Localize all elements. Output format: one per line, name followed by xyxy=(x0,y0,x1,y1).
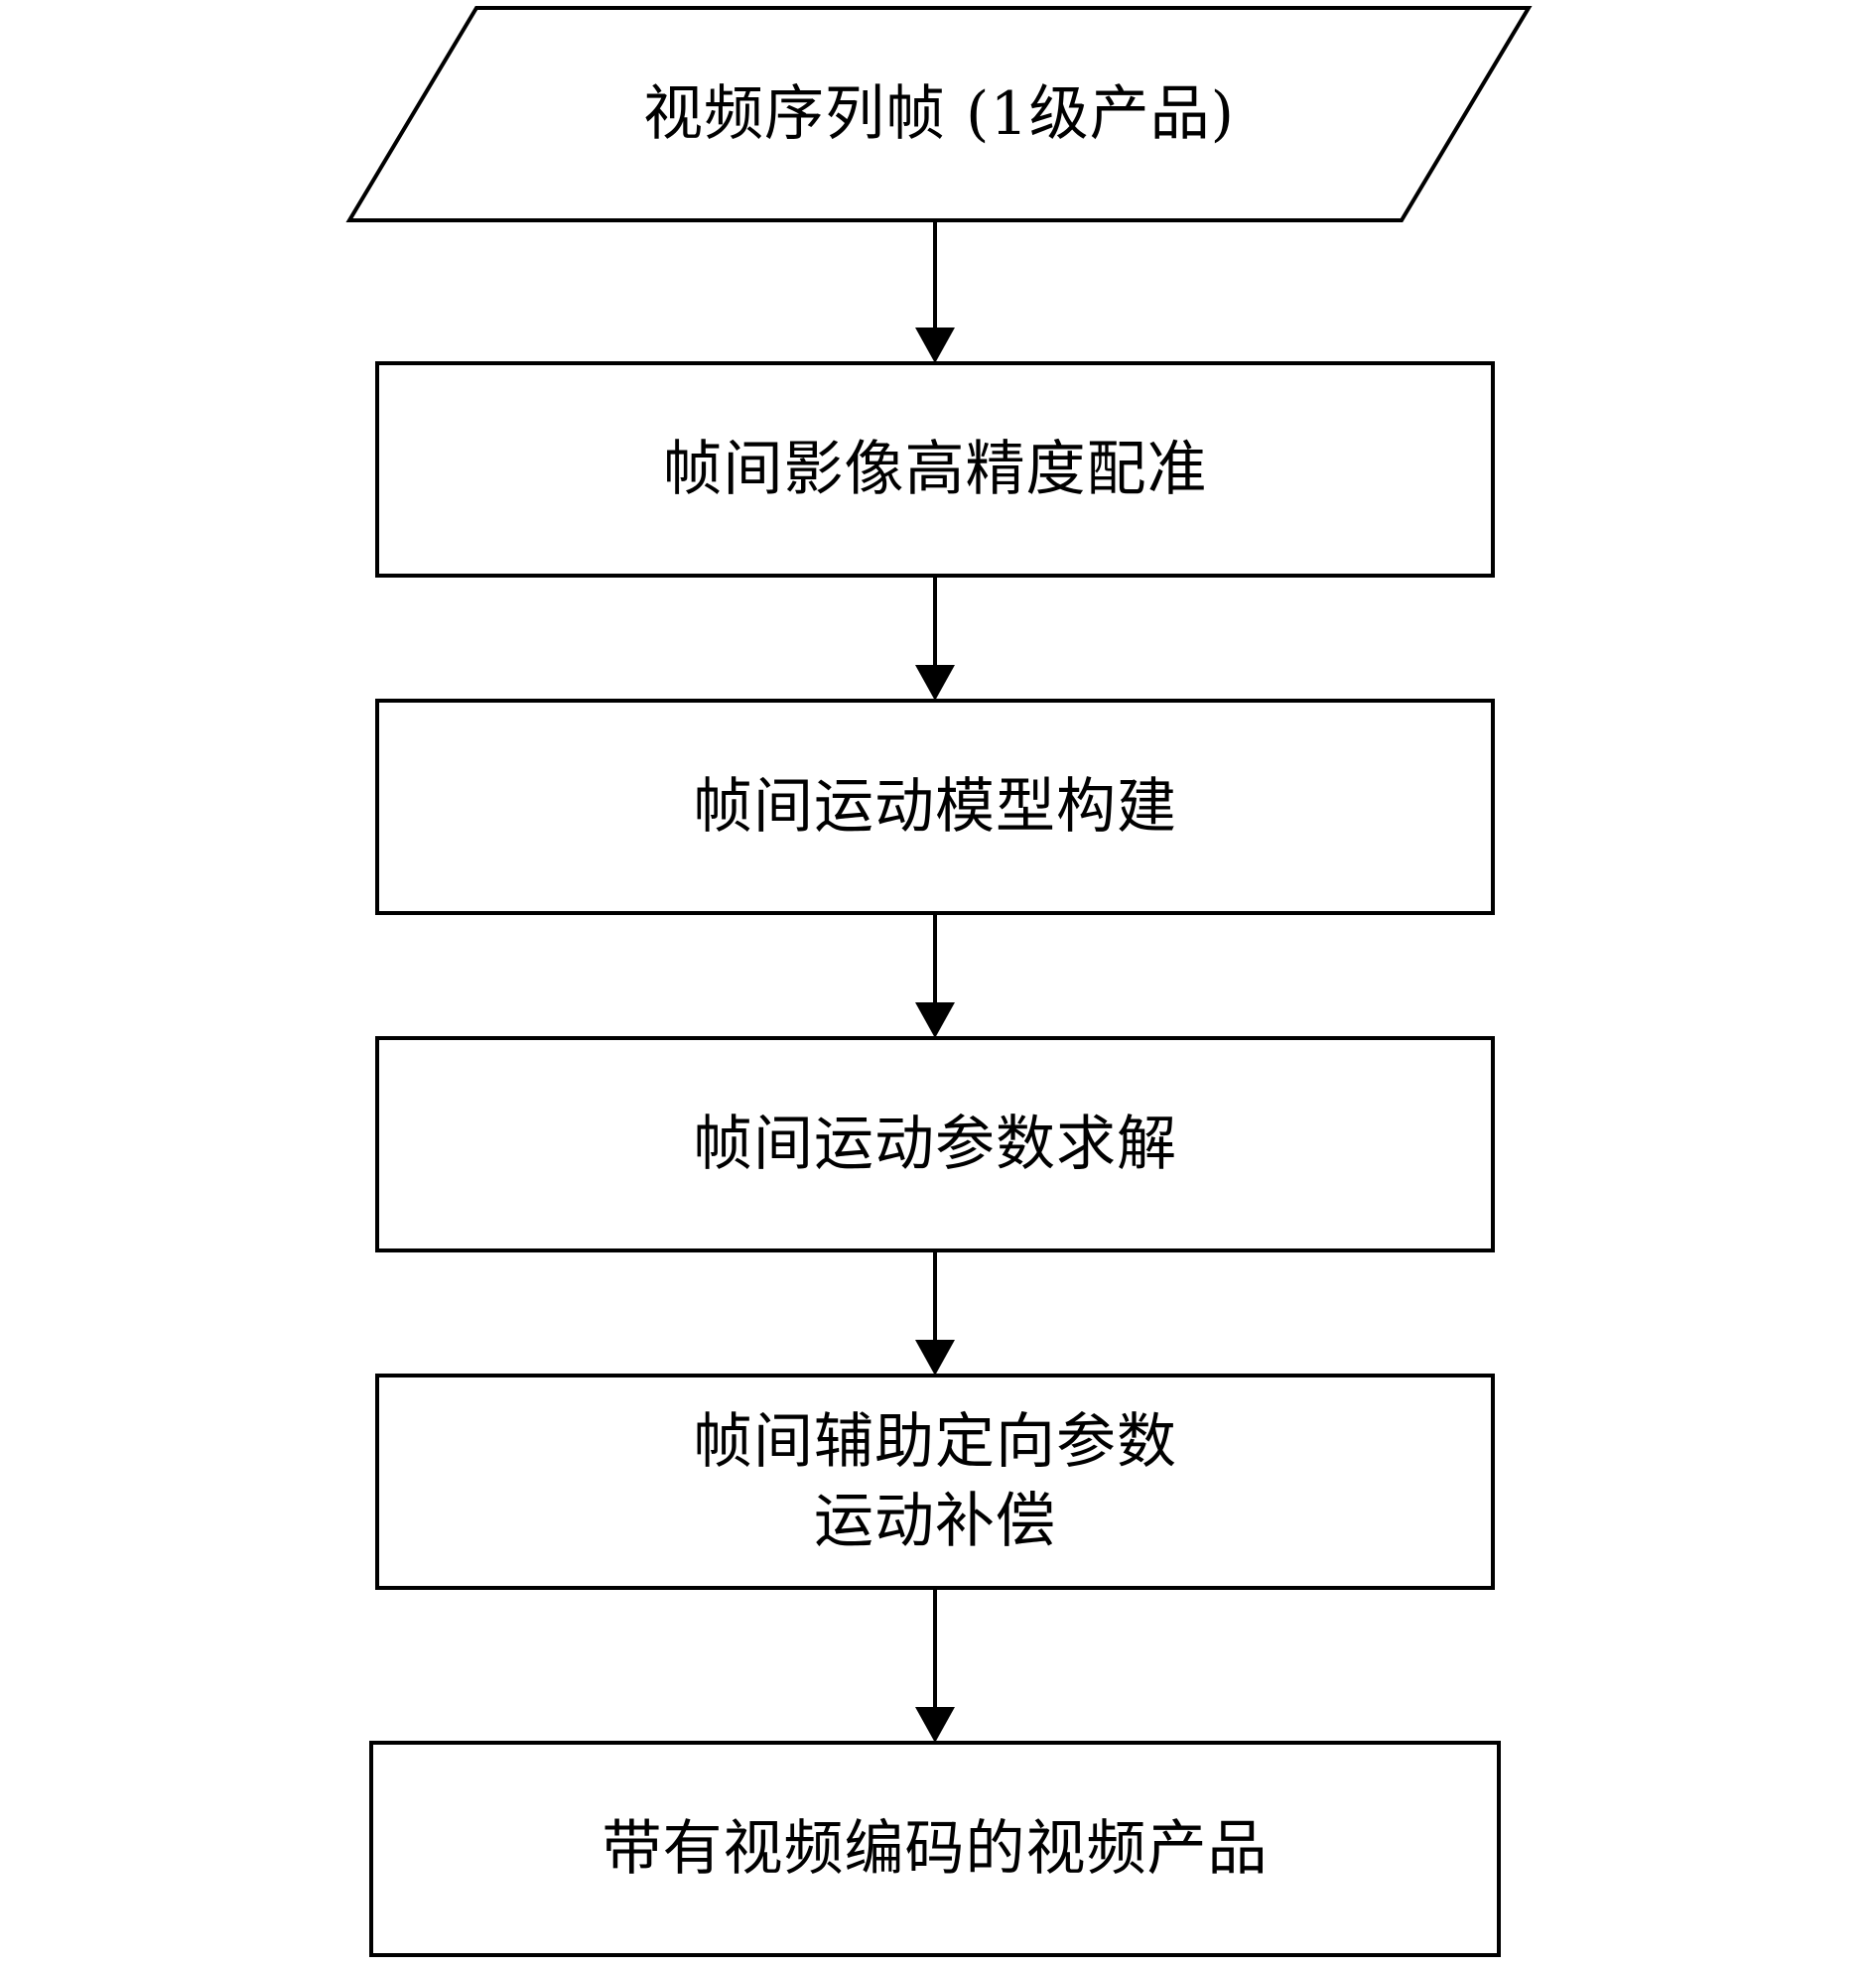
node-input-line-1: 视频序列帧 (1级产品) xyxy=(642,79,1236,149)
node-input-box xyxy=(345,6,1533,222)
node-input-label: 视频序列帧 (1级产品) xyxy=(349,8,1529,220)
node-compensation-line-1: 帧间辅助定向参数 xyxy=(693,1407,1177,1477)
edge-input-to-registration-arrowhead xyxy=(915,328,955,363)
node-compensation-label: 帧间辅助定向参数运动补偿 xyxy=(377,1376,1493,1588)
edges-layer xyxy=(915,220,955,1743)
node-motion-model-line-1: 帧间运动模型构建 xyxy=(693,772,1177,842)
edge-registration-to-motion-model-arrowhead xyxy=(915,665,955,701)
node-compensation-box xyxy=(375,1374,1495,1590)
node-output-line-1: 带有视频编码的视频产品 xyxy=(602,1814,1269,1884)
node-motion-model-box xyxy=(375,699,1495,915)
node-output-label: 带有视频编码的视频产品 xyxy=(371,1743,1499,1955)
edge-motion-model-to-motion-params-arrowhead xyxy=(915,1002,955,1038)
node-output-box xyxy=(369,1741,1501,1957)
node-registration-box xyxy=(375,361,1495,578)
node-motion-params-label: 帧间运动参数求解 xyxy=(377,1038,1493,1250)
edge-compensation-to-output-arrowhead xyxy=(915,1707,955,1743)
node-compensation-line-2: 运动补偿 xyxy=(814,1487,1056,1556)
nodes-layer xyxy=(345,6,1533,1957)
node-motion-params-line-1: 帧间运动参数求解 xyxy=(693,1110,1177,1179)
node-registration-label: 帧间影像高精度配准 xyxy=(377,363,1493,576)
edge-motion-params-to-compensation-arrowhead xyxy=(915,1340,955,1376)
node-registration-line-1: 帧间影像高精度配准 xyxy=(662,435,1208,504)
node-motion-model-label: 帧间运动模型构建 xyxy=(377,701,1493,913)
node-motion-params-box xyxy=(375,1036,1495,1252)
